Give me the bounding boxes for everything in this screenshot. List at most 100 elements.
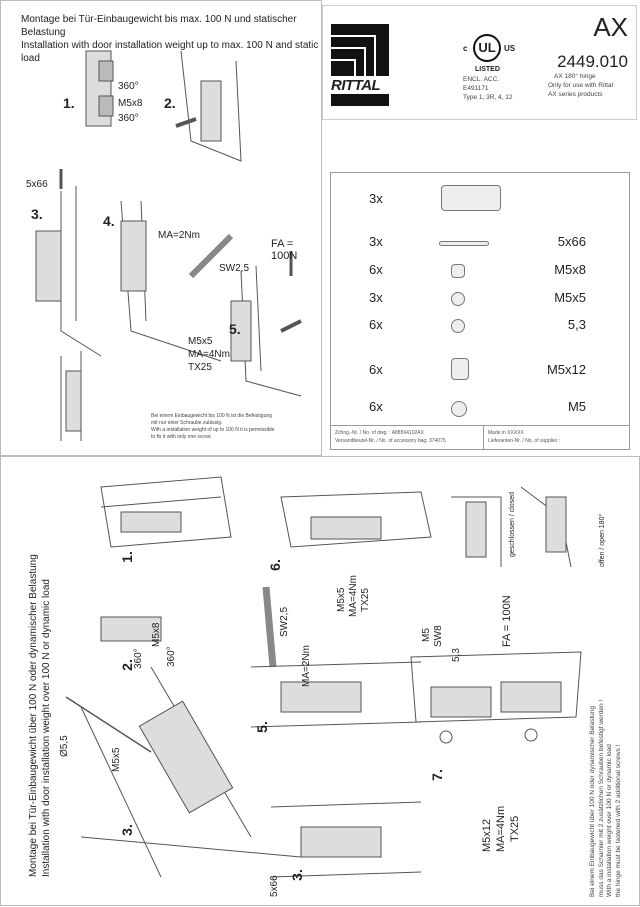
- nut-label: M5: [421, 628, 432, 642]
- step-1: 1.: [63, 95, 75, 111]
- tool-label: SW2,5: [279, 606, 290, 637]
- part-name: 5,3: [567, 317, 586, 332]
- part-qty: 6x: [369, 399, 383, 414]
- dynamic-note: Bei einem Einbaugewicht über 100 N oder …: [589, 700, 623, 897]
- title-en: Installation with door installation weig…: [21, 40, 319, 64]
- torque-label: MA=2Nm: [301, 645, 312, 687]
- screw-label: M5x5: [336, 587, 347, 612]
- closed-hinge: [60, 351, 82, 441]
- product-description: AX 180° hinge Only for use with Rittal A…: [548, 72, 613, 99]
- frame-3-bottom: [270, 801, 422, 878]
- dynamic-installation-drawing: [65, 476, 582, 878]
- force-label: FA = 100N: [501, 595, 513, 647]
- desc-line: AX 180° hinge: [554, 73, 596, 80]
- frame-5: [230, 251, 302, 397]
- note-line: mit nur einer Schraube zulässig.: [151, 420, 223, 426]
- drill-label: Ø5,5: [59, 735, 70, 757]
- screw-icon: [451, 358, 469, 380]
- note-line: With a installation weight of up to 100 …: [151, 427, 275, 433]
- frame-5: [250, 661, 422, 728]
- open-label: offen / open 180°: [599, 513, 606, 567]
- step-4: 4.: [103, 213, 115, 229]
- frame-3-top: [100, 476, 232, 548]
- closed-open-views: [451, 486, 572, 568]
- nut-icon: [451, 401, 467, 417]
- note-line: to fix it with only one screw.: [151, 434, 212, 440]
- step-3: 3.: [31, 206, 43, 222]
- part-name: M5x5: [554, 290, 586, 305]
- static-installation-drawing: [35, 50, 302, 441]
- part-row: 6x 5,3: [331, 317, 631, 337]
- ul-listed: LISTED: [475, 66, 500, 73]
- note-line: Bei einem Einbaugewicht über 100 N oder …: [589, 705, 596, 897]
- title-de: Montage bei Tür-Einbaugewicht bis max. 1…: [21, 14, 297, 38]
- washer-icon: [451, 319, 465, 333]
- hinge-part-icon: [441, 185, 501, 211]
- bolt-icon: [439, 241, 489, 246]
- part-qty: 3x: [369, 290, 383, 305]
- frame-2: [175, 50, 242, 162]
- frame-6: [280, 491, 432, 548]
- step-5: 5.: [253, 721, 270, 733]
- torque-label: MA=4Nm: [188, 349, 230, 360]
- product-name: AX: [593, 12, 628, 42]
- ul-certification: c UL US LISTED ENCL. ACC. E491171 Type 1…: [463, 34, 533, 102]
- screw-label: M5x5: [111, 747, 122, 772]
- torque-label: MA=2Nm: [158, 230, 200, 241]
- tool-label: SW2,5: [219, 263, 250, 274]
- part-row: 3x: [331, 185, 631, 211]
- washer-label: 5,3: [451, 648, 462, 662]
- ul-mark: UL: [473, 34, 501, 62]
- part-name: M5x8: [554, 262, 586, 277]
- drawing-number: Zchng.-Nr. / No. of dwg. : A8859410​2AX: [335, 430, 424, 436]
- part-qty: 6x: [369, 262, 383, 277]
- ul-us: US: [504, 44, 516, 53]
- bit-label: TX25: [188, 362, 212, 373]
- screw-label: M5x5: [188, 336, 213, 347]
- frame-1: [65, 666, 302, 878]
- part-qty: 3x: [369, 234, 383, 249]
- part-name: M5: [567, 399, 586, 414]
- static-note: Bei einem Einbaugewicht bis 100 N ist di…: [151, 413, 274, 441]
- product-header: RITTAL c UL US LISTED ENCL. ACC. E491171…: [322, 5, 637, 120]
- step-2: 2.: [164, 95, 176, 111]
- static-title: Montage bei Tür-Einbaugewicht bis max. 1…: [21, 13, 321, 65]
- frame-4: [120, 200, 234, 362]
- static-load-panel: Montage bei Tür-Einbaugewicht bis max. 1…: [0, 0, 322, 456]
- step-1: 3.: [118, 824, 135, 836]
- part-qty: 6x: [369, 362, 383, 377]
- force-label: FA = 100N: [271, 238, 298, 262]
- desc-line: AX series products: [548, 91, 603, 98]
- made-in: Made in XXXXX: [488, 430, 524, 436]
- parts-footer: Zchng.-Nr. / No. of dwg. : A8859410​2AX V…: [331, 425, 629, 450]
- part-qty: 3x: [369, 191, 383, 206]
- rittal-logo-mark: [331, 24, 389, 106]
- note-line: muss das Scharnier mit 2 zusätzlichen Sc…: [597, 699, 605, 897]
- part-number: 2449.010: [557, 52, 628, 71]
- hinge-2: [100, 616, 162, 642]
- accessory-bag-number: Versandbeutel-Nr. / No. of accessory bag…: [335, 438, 446, 444]
- cert-line: E491171: [463, 85, 489, 92]
- rotation-label: 360°: [133, 648, 144, 669]
- screw-icon: [451, 264, 465, 278]
- desc-line: Only for use with Rittal: [548, 82, 614, 89]
- screw-icon: [451, 292, 465, 306]
- bolt-label: 5x66: [26, 179, 48, 190]
- bit-label: TX25: [360, 588, 371, 612]
- wrench-label: SW8: [433, 625, 444, 647]
- frame-7: [410, 651, 582, 744]
- screw-label: M5x12: [481, 818, 493, 852]
- note-line: the hinge must be fastened with 2 additi…: [614, 744, 622, 897]
- hinge-1: [85, 50, 114, 127]
- rittal-logo: RITTAL: [331, 24, 389, 106]
- part-qty: 6x: [369, 317, 383, 332]
- screw-label: M5x8: [151, 622, 162, 647]
- part-row: 3x M5x5: [331, 290, 631, 310]
- bit-label: TX25: [509, 815, 521, 842]
- step-3: 1.: [118, 551, 135, 563]
- cert-line: ENCL. ACC.: [463, 76, 500, 83]
- step-5: 5.: [229, 321, 241, 337]
